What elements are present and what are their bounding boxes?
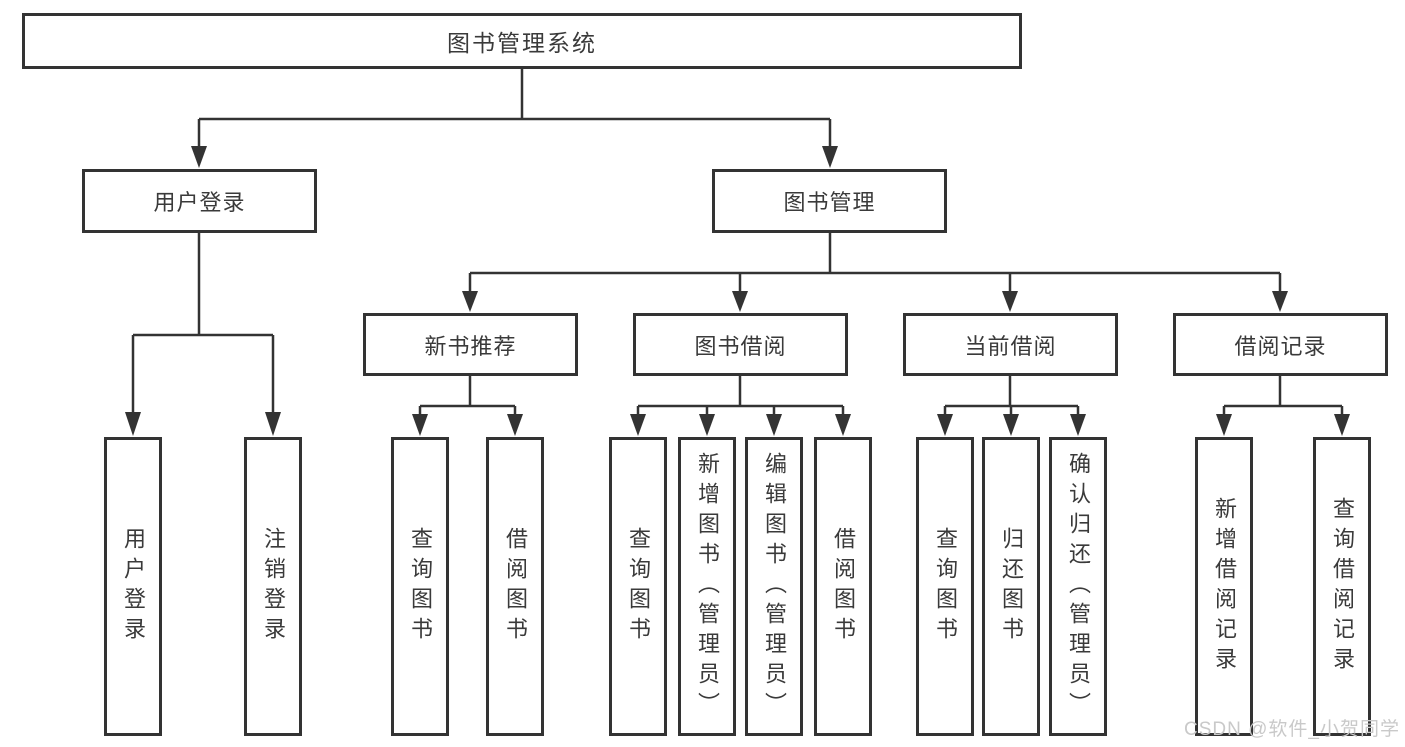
leaf-logout: 注销登录 bbox=[244, 437, 302, 736]
node-borrowing-records: 借阅记录 bbox=[1173, 313, 1388, 376]
leaf-user-login: 用户登录 bbox=[104, 437, 162, 736]
node-user-login-branch: 用户登录 bbox=[82, 169, 317, 233]
leaf-borrowing-query-books: 查询图书 bbox=[609, 437, 667, 736]
leaf-borrowing-borrow-books: 借阅图书 bbox=[814, 437, 872, 736]
csdn-watermark: CSDN @软件_小贺同学 bbox=[1184, 719, 1400, 740]
leaf-recommend-borrow-books: 借阅图书 bbox=[486, 437, 544, 736]
leaf-add-borrow-record: 新增借阅记录 bbox=[1195, 437, 1253, 736]
node-current-borrowing: 当前借阅 bbox=[903, 313, 1118, 376]
leaf-confirm-return-admin: 确认归还（管理员） bbox=[1049, 437, 1107, 736]
leaf-add-books-admin: 新增图书（管理员） bbox=[678, 437, 736, 736]
node-root: 图书管理系统 bbox=[22, 13, 1022, 69]
leaf-recommend-query-books: 查询图书 bbox=[391, 437, 449, 736]
leaf-query-borrow-record: 查询借阅记录 bbox=[1313, 437, 1371, 736]
node-book-borrowing: 图书借阅 bbox=[633, 313, 848, 376]
node-new-book-recommend: 新书推荐 bbox=[363, 313, 578, 376]
leaf-edit-books-admin: 编辑图书（管理员） bbox=[745, 437, 803, 736]
leaf-return-books: 归还图书 bbox=[982, 437, 1040, 736]
leaf-current-query-books: 查询图书 bbox=[916, 437, 974, 736]
arrowheads bbox=[125, 146, 1350, 436]
node-book-management-branch: 图书管理 bbox=[712, 169, 947, 233]
